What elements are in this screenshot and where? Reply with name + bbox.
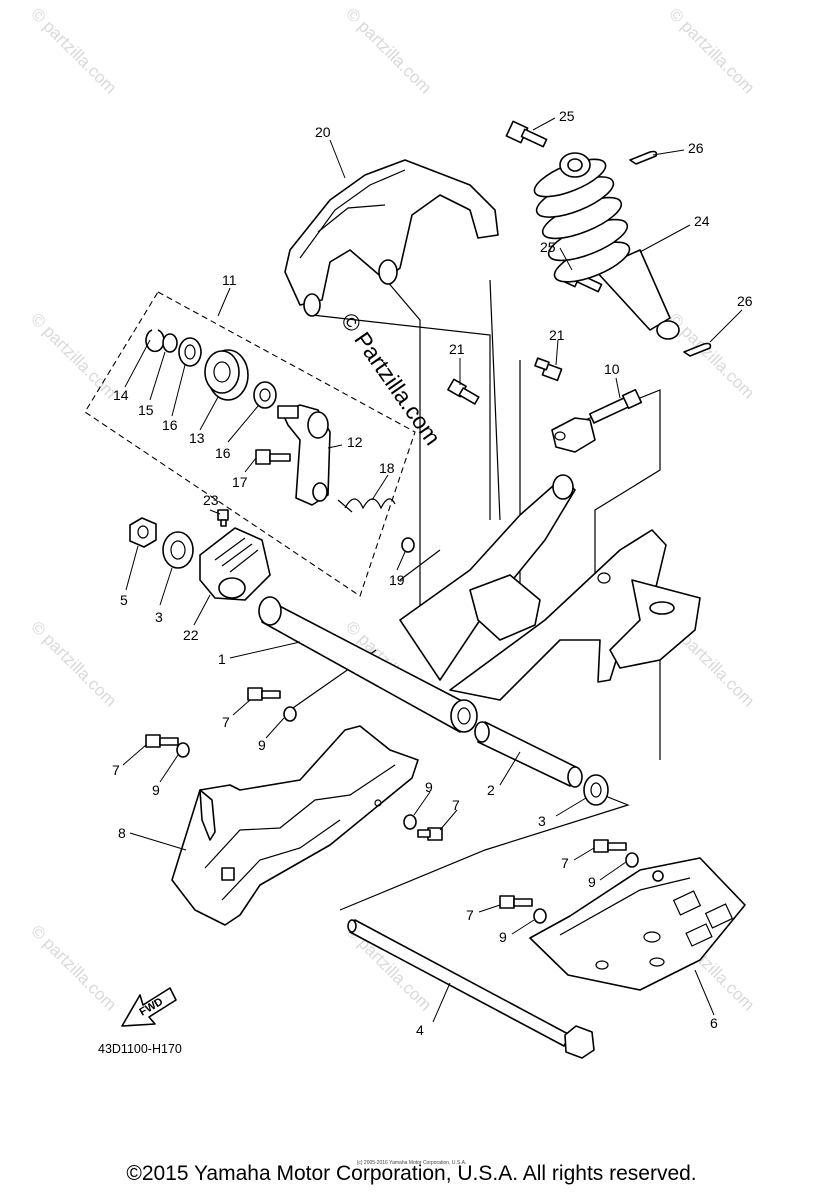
callout-9: 9 bbox=[152, 782, 160, 798]
part-7-bolt bbox=[247, 687, 281, 701]
leader-lines bbox=[122, 117, 743, 1023]
callout-21: 21 bbox=[549, 327, 565, 343]
part-10-clamp bbox=[551, 388, 643, 453]
part-21-bolt bbox=[534, 357, 563, 382]
callout-labels: 20 25 26 24 25 26 21 21 10 11 14 15 16 1… bbox=[112, 108, 753, 1038]
watermark-text: © partzilla.com bbox=[27, 309, 120, 402]
callout-3: 3 bbox=[538, 813, 546, 829]
callout-15: 15 bbox=[138, 402, 154, 418]
callout-1: 1 bbox=[218, 651, 226, 667]
callout-24: 24 bbox=[694, 213, 710, 229]
part-3-bushing bbox=[583, 774, 609, 806]
callout-16: 16 bbox=[215, 445, 231, 461]
part-24-shock-absorber bbox=[533, 152, 680, 340]
group-11-outline bbox=[84, 291, 416, 597]
part-3-bushing bbox=[162, 531, 194, 569]
part-9-washer bbox=[403, 814, 417, 830]
part-15-washer bbox=[162, 333, 178, 353]
part-8-chain-guard bbox=[171, 725, 419, 926]
part-9-washer bbox=[625, 852, 639, 868]
callout-13: 13 bbox=[189, 430, 205, 446]
part-14-circlip bbox=[145, 329, 165, 353]
part-7-bolt bbox=[145, 734, 179, 748]
callout-9: 9 bbox=[499, 929, 507, 945]
callout-2: 2 bbox=[487, 782, 495, 798]
callout-8: 8 bbox=[118, 825, 126, 841]
callout-26: 26 bbox=[737, 293, 753, 309]
fwd-arrow-icon: FWD bbox=[121, 987, 177, 1027]
part-17-bolt bbox=[255, 449, 291, 465]
watermark-text: © partzilla.com bbox=[27, 4, 120, 97]
part-16-bearing bbox=[253, 381, 277, 409]
part-12-arm bbox=[277, 404, 331, 506]
part-2-collar bbox=[474, 721, 583, 788]
callout-23: 23 bbox=[203, 492, 219, 508]
callout-3: 3 bbox=[155, 609, 163, 625]
part-18-spring bbox=[337, 498, 396, 513]
callout-14: 14 bbox=[113, 387, 129, 403]
callout-16: 16 bbox=[162, 417, 178, 433]
part-7-bolt bbox=[417, 827, 443, 841]
part-20-guard bbox=[284, 159, 499, 317]
callout-11: 11 bbox=[222, 272, 237, 288]
callout-21: 21 bbox=[449, 341, 465, 357]
callout-4: 4 bbox=[416, 1022, 424, 1038]
part-13-pulley bbox=[204, 349, 249, 401]
callout-7: 7 bbox=[222, 714, 230, 730]
callout-17: 17 bbox=[232, 474, 248, 490]
part-25-bolt bbox=[505, 120, 548, 148]
part-26-cotter-pin bbox=[629, 150, 658, 165]
part-19-washer bbox=[401, 537, 415, 553]
part-1-swingarm bbox=[258, 474, 701, 733]
part-6-skid-plate bbox=[529, 857, 746, 991]
part-26-cotter-pin bbox=[683, 342, 712, 357]
figure-code: 43D1100-H170 bbox=[98, 1042, 182, 1056]
callout-12: 12 bbox=[347, 434, 363, 450]
watermark-text: © partzilla.com bbox=[342, 4, 435, 97]
part-16-bearing bbox=[178, 337, 202, 367]
callout-7: 7 bbox=[561, 855, 569, 871]
watermark-text: © partzilla.com bbox=[27, 921, 120, 1014]
callout-20: 20 bbox=[315, 124, 331, 140]
callout-9: 9 bbox=[258, 737, 266, 753]
callout-26: 26 bbox=[688, 140, 704, 156]
part-9-washer bbox=[283, 706, 297, 722]
part-5-nut bbox=[129, 517, 157, 548]
part-22-guide bbox=[199, 527, 271, 601]
callout-19: 19 bbox=[389, 572, 405, 588]
callout-10: 10 bbox=[604, 361, 620, 377]
callout-7: 7 bbox=[112, 762, 120, 778]
callout-6: 6 bbox=[710, 1015, 718, 1031]
callout-25: 25 bbox=[540, 239, 556, 255]
callout-25: 25 bbox=[559, 108, 575, 124]
watermark-text: © partzilla.com bbox=[27, 617, 120, 710]
part-4-pivot-shaft bbox=[347, 919, 595, 1059]
copyright-notice: ©2015 Yamaha Motor Corporation, U.S.A. A… bbox=[126, 1162, 697, 1185]
part-7-bolt bbox=[499, 895, 533, 909]
part-7-bolt bbox=[593, 839, 627, 853]
callout-9: 9 bbox=[588, 874, 596, 890]
watermark-text: © partzilla.com bbox=[665, 4, 758, 97]
callout-7: 7 bbox=[452, 797, 460, 813]
callout-22: 22 bbox=[183, 627, 199, 643]
part-9-washer bbox=[176, 742, 190, 758]
callout-5: 5 bbox=[120, 592, 128, 608]
callout-9: 9 bbox=[425, 779, 433, 795]
part-21-bolt bbox=[447, 378, 480, 405]
partzilla-watermark: © Partzilla.com bbox=[336, 308, 446, 450]
watermark-text: © partzilla.com bbox=[665, 309, 758, 402]
part-9-washer bbox=[533, 908, 547, 924]
callout-18: 18 bbox=[379, 460, 395, 476]
callout-7: 7 bbox=[466, 907, 474, 923]
part-23-screw bbox=[217, 509, 229, 527]
small-copyright: (c) 2005-2016 Yamaha Motor Corporation, … bbox=[356, 1160, 467, 1166]
